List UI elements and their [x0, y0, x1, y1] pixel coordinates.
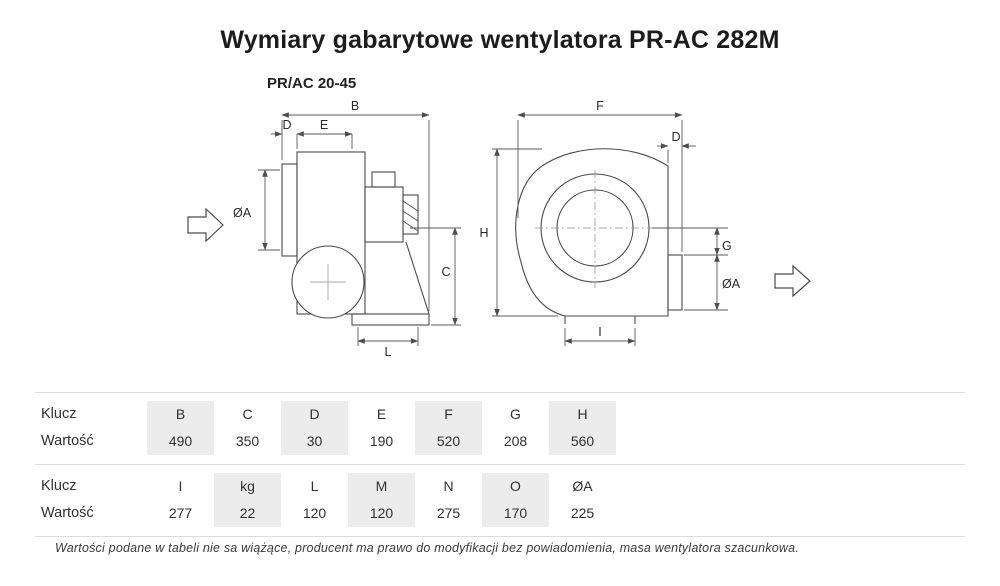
dimension-table: Klucz B C D E F G H Wartość 490 350 30 1… — [35, 392, 965, 537]
dim-label-dia-a: ØA — [233, 206, 252, 220]
fan-front-view — [515, 148, 683, 324]
table-cell-value: 190 — [369, 433, 394, 449]
table-cell-key: O — [482, 473, 549, 500]
terminal-box — [371, 171, 396, 188]
row-label-wartosc: Wartość — [41, 505, 94, 521]
table-cell-value: 22 — [214, 500, 281, 527]
table-row-values-2: Wartość 277 22 120 120 275 170 225 — [35, 500, 965, 527]
table-cell-key: I — [178, 478, 183, 494]
table-cell-key: G — [510, 406, 521, 422]
table-group-2: Klucz I kg L M N O ØA Wartość 277 22 120… — [35, 464, 965, 536]
table-cell-key: F — [415, 401, 482, 428]
table-cell-key: D — [281, 401, 348, 428]
motor-end — [402, 194, 419, 235]
airflow-arrow-left-icon — [187, 207, 224, 243]
table-cell-value: 120 — [302, 505, 327, 521]
table-cell-value: 490 — [147, 428, 214, 455]
table-cell-key: N — [443, 478, 454, 494]
table-cell-key: C — [242, 406, 253, 422]
table-cell-value: 350 — [235, 433, 260, 449]
table-cell-value: 277 — [168, 505, 193, 521]
dim-label-g: G — [722, 239, 732, 253]
table-cell-value: 170 — [482, 500, 549, 527]
dim-label-f: F — [596, 99, 604, 113]
dim-label-c: C — [441, 265, 450, 279]
dim-label-h: H — [479, 226, 488, 240]
motor-hatch — [402, 200, 419, 232]
row-label-klucz: Klucz — [41, 478, 77, 494]
dim-label-d2: D — [671, 130, 680, 144]
table-cell-key: kg — [214, 473, 281, 500]
table-bottom-divider — [35, 536, 965, 537]
inlet-flange-side — [281, 163, 298, 257]
base-plate-side — [351, 313, 430, 326]
table-group-1: Klucz B C D E F G H Wartość 490 350 30 1… — [35, 392, 965, 464]
dim-label-b: B — [351, 99, 359, 113]
row-label-klucz: Klucz — [41, 406, 77, 422]
airflow-arrow-right-icon — [774, 264, 811, 298]
circle-center-lines — [310, 264, 346, 300]
table-cell-value: 520 — [415, 428, 482, 455]
table-cell-value: 225 — [570, 505, 595, 521]
outlet-flange — [667, 254, 683, 311]
dim-label-dia-a2: ØA — [722, 277, 741, 291]
table-cell-value: 208 — [503, 433, 528, 449]
disclaimer-text: Wartości podane w tabeli nie sa wiążące,… — [55, 541, 799, 555]
technical-drawing: PR/AC 20-45 — [187, 75, 811, 359]
table-cell-key: B — [147, 401, 214, 428]
side-view-dimensions — [258, 112, 461, 346]
table-cell-key: L — [310, 478, 319, 494]
table-cell-key: H — [549, 401, 616, 428]
table-cell-value: 30 — [281, 428, 348, 455]
dim-label-l: L — [385, 345, 392, 359]
volute-casing — [515, 148, 669, 317]
support-strut — [405, 241, 430, 315]
table-cell-value: 120 — [348, 500, 415, 527]
model-label: PR/AC 20-45 — [267, 75, 356, 92]
front-view-dimensions — [492, 112, 728, 346]
table-cell-key: M — [348, 473, 415, 500]
table-row-values-1: Wartość 490 350 30 190 520 208 560 — [35, 428, 965, 455]
table-cell-value: 275 — [436, 505, 461, 521]
row-label-wartosc: Wartość — [41, 433, 94, 449]
dim-label-d: D — [282, 118, 291, 132]
page-title: Wymiary gabarytowe wentylatora PR-AC 282… — [220, 26, 780, 54]
table-cell-key: E — [376, 406, 387, 422]
table-row-keys-2: Klucz I kg L M N O ØA — [35, 473, 965, 500]
table-cell-value: 560 — [549, 428, 616, 455]
table-cell-key: ØA — [572, 478, 593, 494]
dim-label-i: I — [598, 325, 601, 339]
motor-body — [364, 186, 404, 243]
dim-label-e: E — [320, 118, 328, 132]
front-center-lines — [535, 170, 656, 288]
fan-side-view — [281, 151, 430, 326]
table-row-keys-1: Klucz B C D E F G H — [35, 401, 965, 428]
